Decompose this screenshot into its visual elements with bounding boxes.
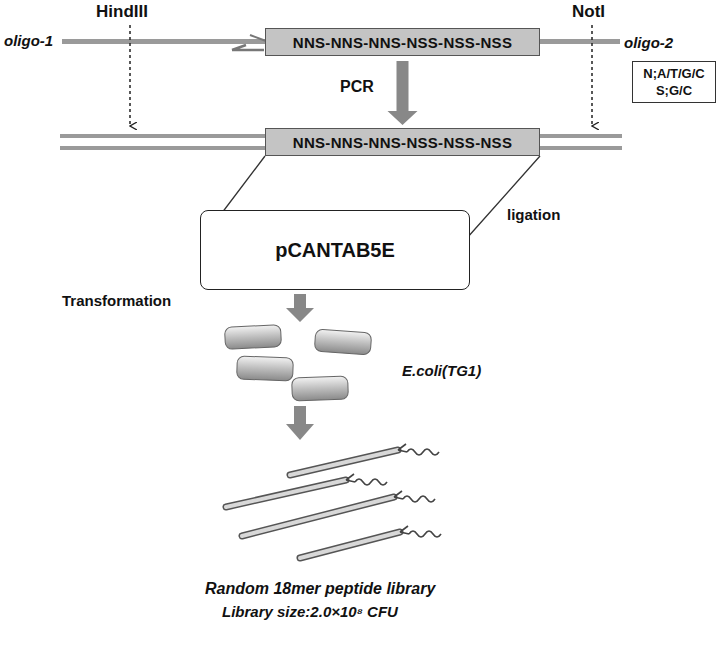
primer-head — [250, 35, 266, 41]
step-arrow — [286, 406, 314, 440]
cell — [314, 329, 371, 355]
site-label: HindIII — [96, 2, 148, 22]
step-arrow — [286, 294, 314, 322]
code-box: N;A/T/G/CS;G/C — [632, 61, 716, 103]
library-size: Library size:2.0×10⁸ CFU — [222, 603, 398, 620]
step-label: Transformation — [62, 292, 171, 309]
cell — [224, 325, 281, 350]
box-text: NNS-NNS-NNS-NSS-NSS-NSS — [293, 134, 512, 151]
cell — [292, 376, 349, 401]
strain-label: E.coli(TG1) — [402, 362, 481, 379]
insert-box: NNS-NNS-NNS-NSS-NSS-NSS — [265, 128, 540, 156]
primer-label: oligo-2 — [624, 34, 673, 51]
site-arrow — [591, 25, 593, 126]
oligo-line — [540, 39, 620, 44]
box-text: pCANTAB5E — [275, 239, 395, 262]
box-text: S;G/C — [656, 82, 692, 99]
primer-label: oligo-1 — [4, 32, 53, 49]
oligo-line — [62, 39, 266, 44]
cell — [237, 356, 294, 381]
box-text: NNS-NNS-NNS-NSS-NSS-NSS — [293, 34, 512, 51]
library-label: Random 18mer peptide library — [205, 580, 435, 598]
phage-group — [226, 444, 441, 558]
process-arrow — [388, 61, 418, 125]
reverse-primer — [232, 45, 264, 50]
step-label: PCR — [338, 78, 376, 96]
step-label: ligation — [505, 206, 562, 223]
insert-box: NNS-NNS-NNS-NSS-NSS-NSS — [265, 28, 540, 56]
vector-box: pCANTAB5E — [200, 210, 470, 290]
site-arrow — [129, 25, 131, 126]
box-text: N;A/T/G/C — [643, 65, 704, 82]
site-label: NotI — [572, 2, 605, 22]
